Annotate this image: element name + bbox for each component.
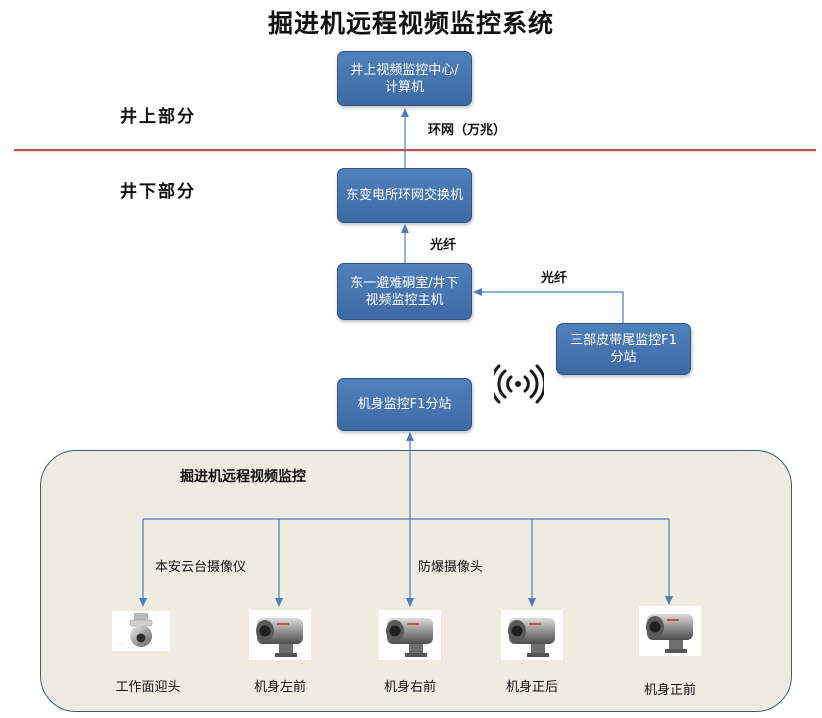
camera-label-face: 工作面迎头 — [115, 680, 181, 695]
dome-camera-icon: ······ — [112, 611, 170, 651]
camera-label-rear: 机身正后 — [505, 680, 558, 695]
camera-label-front: 机身正前 — [643, 683, 696, 698]
ground-divider-line — [14, 149, 816, 151]
panel-title: 掘进机远程视频监控 — [180, 469, 306, 485]
wireless-signal-icon — [494, 364, 544, 404]
node-machine-substation: 机身监控F1分站 — [337, 378, 472, 431]
label-fiber-belt-host: 光纤 — [541, 271, 568, 286]
label-ring-network: 环网（万兆） — [428, 123, 507, 138]
node-refuge-chamber-host: 东一避难硐室/井下视频监控主机 — [337, 263, 472, 320]
link-fiber-belt-host — [473, 288, 624, 323]
bullet-camera-icon-front — [639, 606, 701, 656]
label-fiber-host-switch: 光纤 — [430, 238, 457, 253]
bullet-camera-icon-rear — [501, 610, 563, 660]
bullet-camera-icon-left-front — [249, 610, 311, 660]
svg-text:······: ······ — [116, 641, 126, 647]
label-explosion-proof-camera: 防爆摄像头 — [418, 560, 484, 575]
node-substation-ring-switch: 东变电所环网交换机 — [337, 168, 472, 223]
page-title: 掘进机远程视频监控系统 — [267, 9, 554, 38]
zone-label-above-ground: 井上部分 — [120, 107, 196, 127]
roadheader-monitoring-panel — [40, 450, 792, 712]
zone-label-underground: 井下部分 — [120, 182, 196, 202]
camera-label-left-front: 机身左前 — [253, 680, 306, 695]
bullet-camera-icon-right-front — [379, 610, 441, 660]
label-ptz-camera: 本安云台摄像仪 — [155, 560, 247, 575]
camera-label-right-front: 机身右前 — [383, 680, 436, 695]
node-surface-monitoring-center: 井上视频监控中心/计算机 — [337, 51, 472, 106]
node-belt-tail-substation: 三部皮带尾监控F1分站 — [556, 323, 691, 375]
